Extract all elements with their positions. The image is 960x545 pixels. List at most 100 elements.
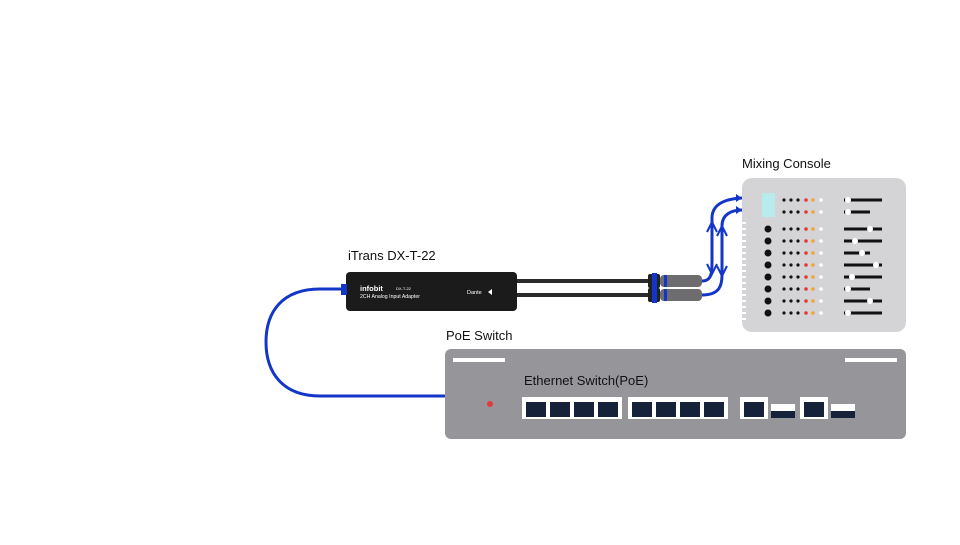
arrow-down-icon [706,263,718,277]
channel-led [782,275,786,279]
channel-led-amber [811,210,815,214]
fader-track [844,227,882,231]
channel-led [789,198,793,202]
fader-knob [859,250,865,256]
mixing-console [742,178,906,332]
channel-led [782,287,786,291]
fader-knob [867,298,873,304]
channel-led [782,263,786,267]
network-cable [264,287,446,398]
fader-track [844,299,882,303]
xlr-connector-2 [648,287,702,303]
channel-led [782,198,786,202]
channel-led [796,198,800,202]
console-ridge [742,240,746,242]
fader-track [844,311,882,315]
dante-arrow-icon [488,289,492,295]
channel-led-red [804,299,808,303]
channel-led-red [804,210,808,214]
channel-led [782,251,786,255]
adapter-brand-logo: infobit [360,284,383,293]
channel-led [782,239,786,243]
console-ridge [742,228,746,230]
console-ridge [742,252,746,254]
fader-knob [845,310,851,316]
channel-led-red [804,198,808,202]
console-ridge [742,270,746,272]
ethernet-port [598,402,618,417]
channel-knob [764,297,772,305]
console-edge-ridges [742,222,746,320]
switch-ports [522,397,855,419]
channel-led-amber [811,251,815,255]
ethernet-port [704,402,724,417]
console-ridge [742,312,746,314]
channel-led-red [804,311,808,315]
console-ridge [742,222,746,224]
channel-led-amber [811,311,815,315]
console-ridge [742,276,746,278]
channel-led [789,275,793,279]
ethernet-port [632,402,652,417]
channel-led [782,311,786,315]
fader-track [844,287,870,291]
fader-track [844,239,882,243]
switch-rack-ear-left [453,358,505,362]
xlr-connector-1 [648,273,702,289]
console-ridge [742,246,746,248]
channel-led-red [804,227,808,231]
switch-status-led [487,401,493,407]
fader-track [844,263,882,267]
channel-led-amber [811,299,815,303]
channel-led-amber [811,239,815,243]
fader-track [844,251,870,255]
channel-led-white [819,198,823,202]
channel-led [789,227,793,231]
arrow-right-icon [736,206,742,214]
channel-knob [764,261,772,269]
fader-knob [873,262,879,268]
switch-rack-ear-right [845,358,897,362]
console-cable-1 [701,196,743,283]
channel-led [782,210,786,214]
adapter-device: infobit DX-T-22 2CH Analog Input Adapter… [341,272,517,311]
fader-track [844,275,882,279]
channel-led-white [819,227,823,231]
fader-knob [849,274,855,280]
sfp-slot-opening [771,411,795,418]
channel-led [796,210,800,214]
arrow-right-icon [736,194,742,202]
channel-led-white [819,299,823,303]
channel-led [782,299,786,303]
channel-knob [764,237,772,245]
fader-track [844,210,870,214]
console-ridge [742,234,746,236]
poe-switch [445,349,906,439]
channel-led-red [804,263,808,267]
channel-led-white [819,210,823,214]
adapter-port [341,284,347,295]
channel-led-red [804,275,808,279]
ethernet-port [680,402,700,417]
adapter-label: iTrans DX-T-22 [348,248,436,263]
channel-led [796,299,800,303]
channel-led-white [819,251,823,255]
channel-led-white [819,275,823,279]
console-ridge [742,300,746,302]
channel-led-white [819,287,823,291]
channel-led-red [804,239,808,243]
port-group-frame [522,397,622,419]
console-ridge [742,288,746,290]
fader-knob [845,286,851,292]
channel-led [789,287,793,291]
adapter-body [346,272,517,311]
arrow-up-icon [706,219,718,233]
channel-led-amber [811,287,815,291]
mixing-console-label: Mixing Console [742,156,831,171]
console-ridge [742,318,746,320]
channel-led [796,275,800,279]
ethernet-port [550,402,570,417]
console-display [762,193,775,217]
channel-knob [764,273,772,281]
